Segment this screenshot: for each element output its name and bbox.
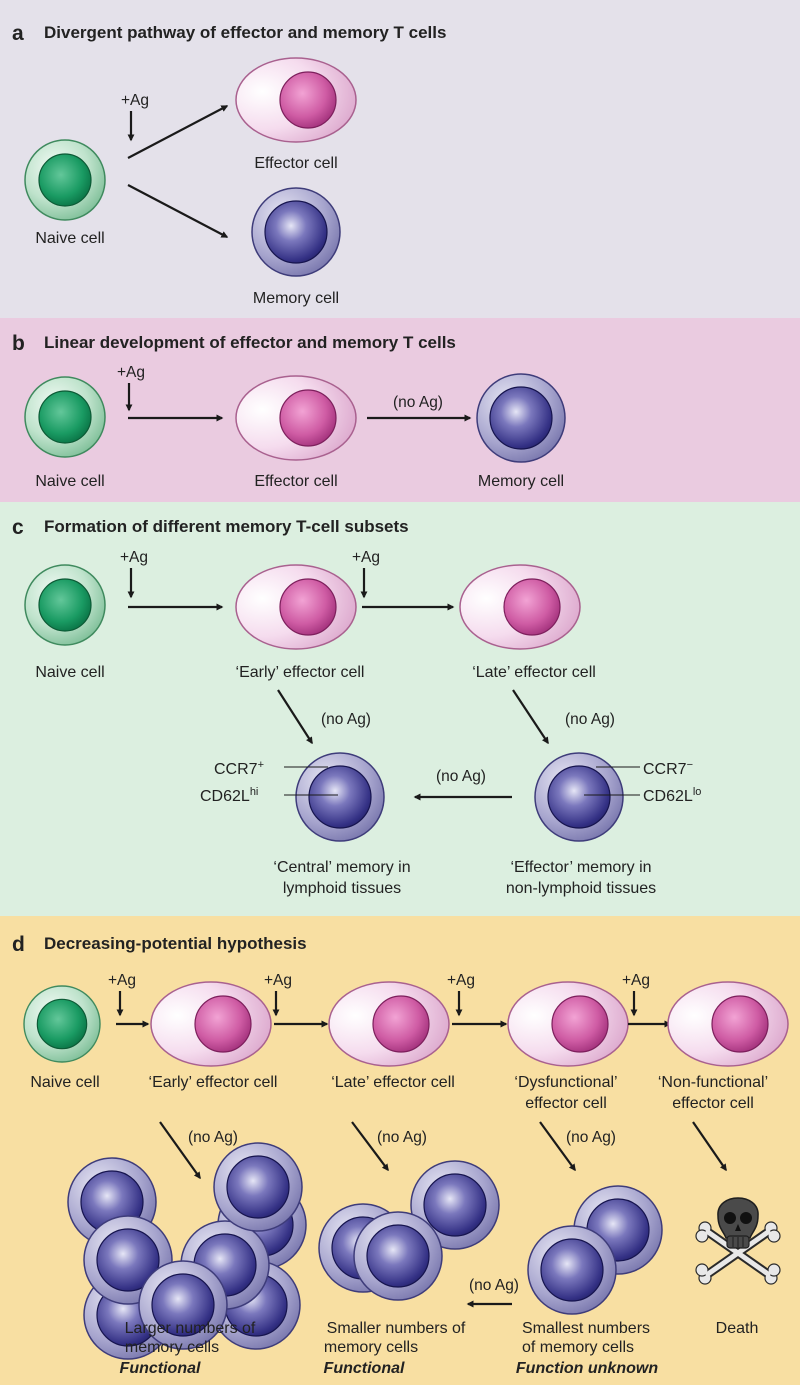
panel-a-naive-cell: [24, 139, 106, 221]
panel-d-ag-label-3: +Ag: [447, 972, 475, 989]
panel-c-background: [0, 502, 800, 916]
panel-b-naive-label: Naive cell: [35, 473, 104, 490]
panel-c-arrow-early-to-central: [277, 689, 313, 745]
panel-d-title: Decreasing-potential hypothesis: [44, 934, 307, 953]
panel-d-ag-label-4: +Ag: [622, 972, 650, 989]
panel-d-naive-label: Naive cell: [30, 1074, 99, 1091]
panel-c-central-label-2: lymphoid tissues: [283, 880, 401, 897]
panel-d: d Decreasing-potential hypothesis Naive …: [0, 916, 800, 1385]
panel-d-dysfunctional-effector-cell: [507, 981, 629, 1067]
panel-a-title: Divergent pathway of effector and memory…: [44, 23, 446, 42]
panel-a-background: [0, 0, 800, 318]
panel-c-ccr7-minus-label: CCR7−: [643, 759, 693, 778]
panel-c-cd62l-lo-label: CD62Llo: [643, 786, 701, 805]
panel-d-no-ag-label-3: (no Ag): [566, 1129, 616, 1146]
panel-b-no-ag-label: (no Ag): [393, 394, 443, 411]
panel-b-effector-cell: [235, 375, 357, 461]
panel-c-no-ag-label-3: (no Ag): [436, 768, 486, 785]
panel-a-memory-label: Memory cell: [253, 290, 339, 307]
panel-a-arrow-to-memory: [127, 184, 229, 238]
panel-c-late-label: ‘Late’ effector cell: [472, 664, 596, 681]
panel-d-letter: d: [12, 933, 25, 956]
panel-d-no-ag-label-4: (no Ag): [469, 1277, 519, 1294]
panel-d-smaller-label-1: Smaller numbers of: [327, 1320, 466, 1337]
panel-b-naive-cell: [24, 376, 106, 458]
panel-c-no-ag-label-2: (no Ag): [565, 711, 615, 728]
panel-d-arrow-down-2: [351, 1121, 389, 1172]
panel-d-arrow-down-3: [539, 1121, 576, 1172]
panel-a-memory-cell: [251, 187, 341, 277]
panel-c: c Formation of different memory T-cell s…: [0, 502, 800, 916]
panel-a-naive-label: Naive cell: [35, 230, 104, 247]
panel-d-larger-label-2: memory cells: [125, 1339, 219, 1356]
panel-c-late-effector-cell: [459, 564, 581, 650]
panel-b-effector-label: Effector cell: [254, 473, 337, 490]
panel-d-late-label: ‘Late’ effector cell: [331, 1074, 455, 1091]
panel-b-ag-label: +Ag: [117, 364, 145, 381]
panel-c-central-memory-cell: [295, 752, 385, 842]
panel-c-no-ag-label-1: (no Ag): [321, 711, 371, 728]
memory-cell: [213, 1142, 303, 1232]
panel-d-nonf-label-1: ‘Non-functional’: [658, 1074, 768, 1091]
panel-b-letter: b: [12, 332, 25, 355]
panel-d-smaller-label-2: memory cells: [324, 1339, 418, 1356]
panel-a-effector-cell: [235, 57, 357, 143]
panel-c-central-label-1: ‘Central’ memory in: [273, 859, 410, 876]
panel-a: a Divergent pathway of effector and memo…: [0, 0, 800, 318]
panel-d-dysf-label-1: ‘Dysfunctional’: [514, 1074, 617, 1091]
panel-b-memory-cell: [476, 373, 566, 463]
panel-c-ccr7-plus-label: CCR7+: [214, 759, 264, 778]
panel-d-naive-cell: [23, 985, 101, 1063]
panel-d-death-label: Death: [716, 1320, 759, 1337]
panel-d-no-ag-label-1: (no Ag): [188, 1129, 238, 1146]
panel-d-arrow-down-1: [159, 1121, 201, 1180]
panel-c-early-effector-cell: [235, 564, 357, 650]
panel-d-nonf-label-2: effector cell: [672, 1095, 754, 1112]
panel-b-title: Linear development of effector and memor…: [44, 333, 456, 352]
panel-c-early-label: ‘Early’ effector cell: [236, 664, 365, 681]
panel-d-smallest-label-2: of memory cells: [522, 1339, 634, 1356]
panel-c-letter: c: [12, 516, 24, 539]
panel-c-effmem-label-1: ‘Effector’ memory in: [510, 859, 651, 876]
panel-a-effector-label: Effector cell: [254, 155, 337, 172]
panel-b: b Linear development of effector and mem…: [0, 318, 800, 502]
panel-d-dysf-label-2: effector cell: [525, 1095, 607, 1112]
panel-d-early-label: ‘Early’ effector cell: [149, 1074, 278, 1091]
panel-d-larger-label-3: Functional: [120, 1360, 201, 1377]
panel-d-smallest-label-3: Function unknown: [516, 1360, 658, 1377]
panel-c-arrow-late-to-effmem: [512, 689, 549, 745]
panel-c-naive-label: Naive cell: [35, 664, 104, 681]
panel-d-nonfunctional-effector-cell: [667, 981, 789, 1067]
panel-c-naive-cell: [24, 564, 106, 646]
memory-cell: [353, 1211, 443, 1301]
panel-a-letter: a: [12, 22, 24, 45]
panel-d-arrow-down-4: [692, 1121, 727, 1172]
panel-c-effector-memory-cell: [534, 752, 624, 842]
panel-c-effmem-label-2: non-lymphoid tissues: [506, 880, 656, 897]
panel-c-title: Formation of different memory T-cell sub…: [44, 517, 409, 536]
panel-c-ag-label-1: +Ag: [120, 549, 148, 566]
panel-d-no-ag-label-2: (no Ag): [377, 1129, 427, 1146]
panel-a-arrow-to-effector: [127, 105, 229, 159]
panel-d-early-effector-cell: [150, 981, 272, 1067]
memory-cell: [527, 1225, 617, 1315]
skull-crossbones-icon: [695, 1197, 781, 1285]
panel-d-smallest-label-1: Smallest numbers: [522, 1320, 650, 1337]
panel-d-larger-label-1: Larger numbers of: [125, 1320, 256, 1337]
panel-c-cd62l-hi-label: CD62Lhi: [200, 786, 258, 805]
panel-a-ag-label: +Ag: [121, 92, 149, 109]
panel-d-late-effector-cell: [328, 981, 450, 1067]
panel-b-memory-label: Memory cell: [478, 473, 564, 490]
panel-b-background: [0, 318, 800, 502]
panel-d-ag-label-2: +Ag: [264, 972, 292, 989]
panel-c-ag-label-2: +Ag: [352, 549, 380, 566]
panel-d-smaller-label-3: Functional: [324, 1360, 405, 1377]
panel-d-ag-label-1: +Ag: [108, 972, 136, 989]
